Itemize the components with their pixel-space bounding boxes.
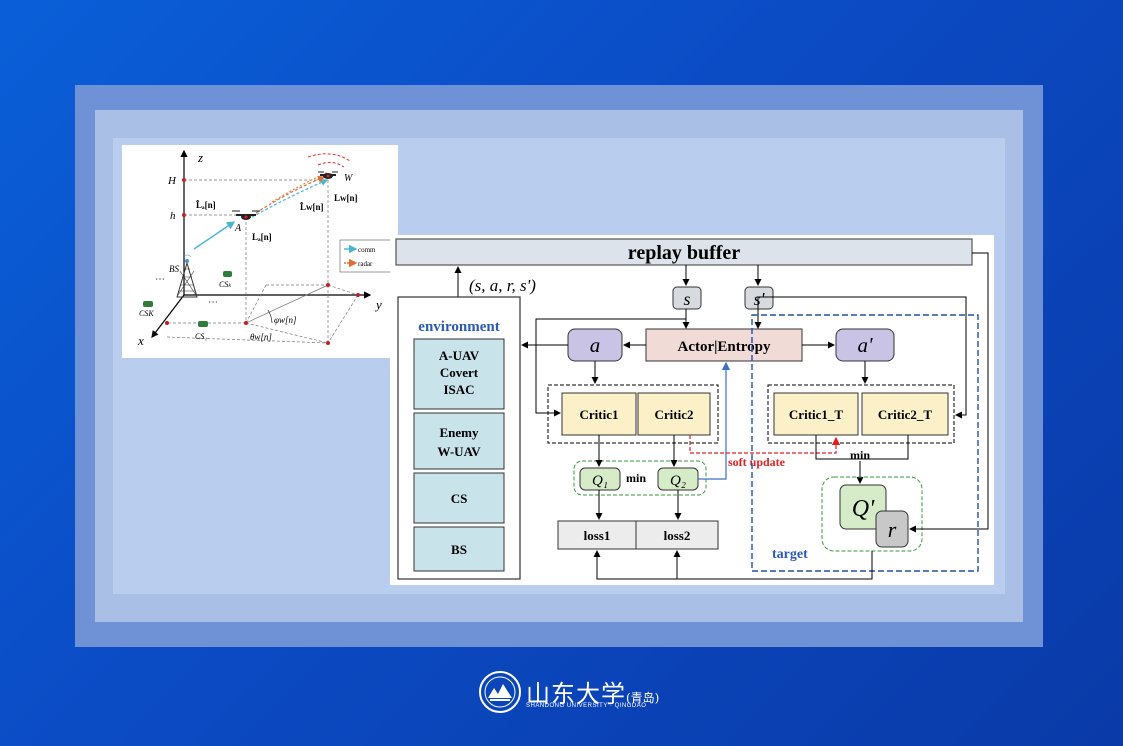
legend: comm radar: [339, 239, 397, 273]
loss1-box: [557, 520, 637, 550]
env-a-uav-line2: Covert: [440, 365, 479, 380]
tuple-label: (s, a, r, s'): [469, 276, 536, 295]
env-enemy-line2: W-UAV: [437, 444, 481, 459]
legend-comm: comm: [358, 246, 376, 254]
H-label: H: [167, 175, 177, 187]
university-logo: 山东大学(青岛) SHANDONG UNIVERSITY · QINGDAO: [478, 670, 678, 714]
bs-label: BS: [169, 264, 179, 274]
replay-buffer-label: replay buffer: [628, 242, 741, 264]
actor-label: Actor|Entropy: [677, 339, 771, 355]
critic1-box: [561, 392, 637, 436]
critic1-t-label: Critic1_T: [789, 407, 843, 422]
state-label: s: [683, 289, 690, 309]
lw-hat-label: L̂w[n]: [300, 202, 324, 212]
critic1-label: Critic1: [580, 407, 619, 422]
env-enemy-line1: Enemy: [440, 425, 480, 440]
lw-label: Lw[n]: [334, 193, 358, 203]
y-label: y: [374, 297, 382, 312]
la-label: Lₐ[n]: [252, 232, 272, 242]
replay-buffer: [395, 238, 973, 266]
critic-group: [547, 384, 719, 444]
x-axis: [151, 294, 185, 338]
z-label: z: [197, 150, 203, 165]
cs-1-label: CS₁: [195, 332, 207, 341]
loss1-label: loss1: [584, 528, 611, 543]
q2-label: Q₂: [670, 473, 686, 489]
sac-flow-diagram: replay buffer s s' (s, a, r, s') environ…: [390, 235, 994, 585]
critic2-label: Critic2: [655, 407, 694, 422]
dots-right: ⋯: [208, 297, 218, 308]
q-min-group: [573, 460, 707, 496]
q-prime-label: Q': [852, 496, 875, 522]
target-critic-group: [767, 384, 955, 444]
base-station: [176, 254, 198, 298]
theta-label: θw[n]: [250, 332, 272, 342]
q-prime-box: [839, 484, 887, 530]
next-state-label: s': [754, 289, 766, 309]
env-bs: [413, 526, 505, 572]
env-a-uav: [413, 338, 505, 410]
env-cs-label: CS: [451, 491, 468, 506]
env-a-uav-line1: A-UAV: [439, 348, 480, 363]
sac-flow-svg: replay buffer s s' (s, a, r, s') environ…: [395, 238, 989, 580]
loss2-box: [635, 520, 719, 550]
q1-label: Q₁: [592, 473, 608, 489]
phi-label: φw[n]: [274, 315, 297, 325]
q1-box: [579, 467, 621, 491]
soft-update-label: soft update: [728, 455, 786, 469]
cs-1-device: [198, 321, 208, 327]
w-uav: [318, 171, 338, 179]
critic2-box: [637, 392, 711, 436]
legend-radar: radar: [358, 260, 373, 268]
critic2-t-label: Critic2_T: [878, 407, 932, 422]
university-name: 山东大学: [526, 680, 626, 708]
university-campus: (青岛): [626, 691, 660, 705]
env-bs-label: BS: [451, 542, 467, 557]
target-label: target: [772, 547, 808, 562]
env-enemy: [413, 412, 505, 470]
loss2-label: loss2: [664, 528, 691, 543]
h-label: h: [170, 210, 176, 222]
next-state-box: [744, 286, 774, 310]
action-label: a: [590, 333, 601, 357]
next-action-label: a': [858, 333, 874, 357]
cs-k-label: CSₖ: [219, 280, 231, 289]
critic2-t-box: [861, 392, 949, 436]
cs-K-label: CSK: [139, 309, 154, 318]
environment-label: environment: [418, 319, 499, 335]
env-cs: [413, 472, 505, 524]
target-region: [751, 314, 979, 572]
dots-left: ⋯: [155, 274, 165, 285]
reward-box: [875, 510, 909, 548]
min-label: min: [626, 471, 646, 485]
reward-label: r: [888, 517, 897, 542]
la-hat-label: L̂ₐ[n]: [196, 200, 216, 210]
state-box: [672, 286, 702, 310]
a-label: A: [234, 223, 242, 234]
a-uav: [232, 210, 260, 220]
cs-K-device: [143, 301, 153, 307]
university-subtitle: SHANDONG UNIVERSITY · QINGDAO: [526, 703, 647, 709]
critic1-t-box: [773, 392, 859, 436]
min-t-label: min: [850, 448, 870, 462]
x-label: x: [137, 333, 144, 348]
system-model-figure: z y x H h φw[n] θw[n] BS ⋯ ⋯ CSₖ CSK CS₁: [122, 145, 398, 358]
cs-k-device: [223, 271, 232, 277]
system-model-svg: z y x H h φw[n] θw[n] BS ⋯ ⋯ CSₖ CSK CS₁: [137, 149, 397, 348]
w-label: W: [344, 173, 354, 184]
university-seal-icon: [479, 671, 521, 713]
env-a-uav-line3: ISAC: [443, 382, 474, 397]
